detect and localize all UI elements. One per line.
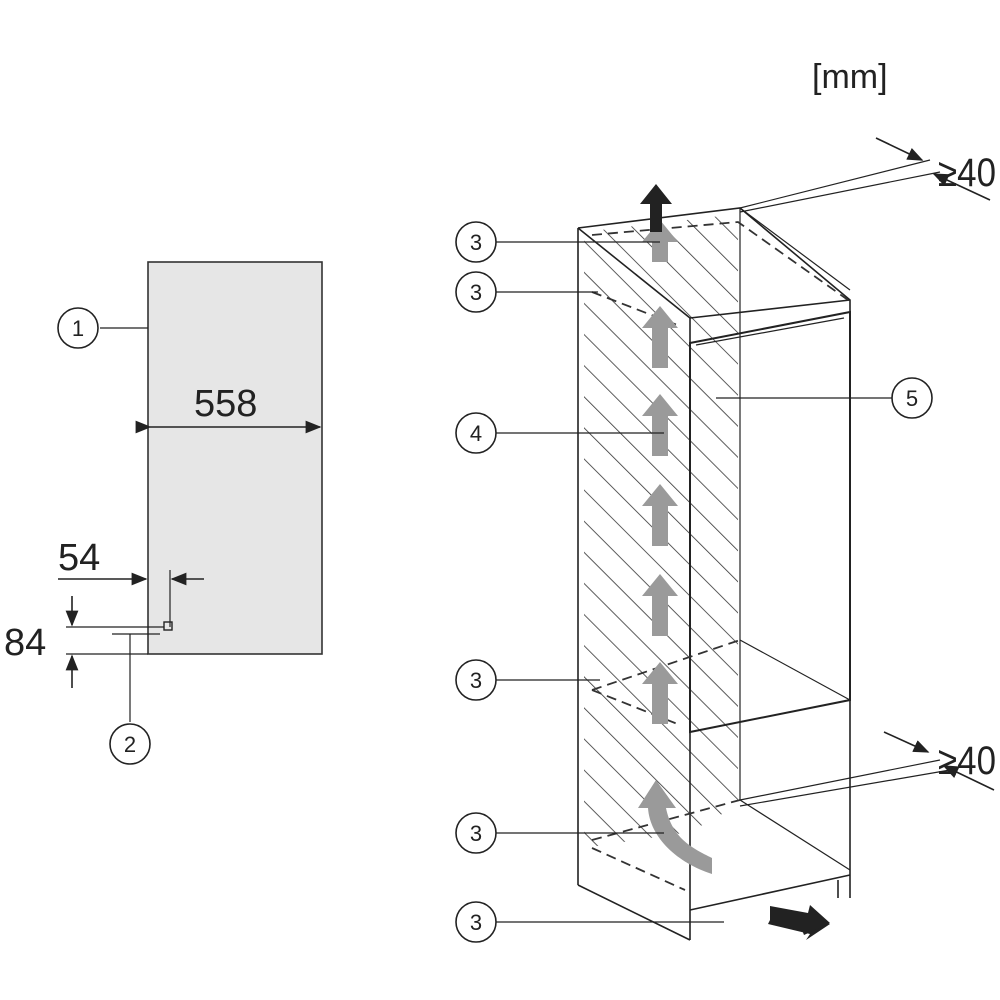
base-back bbox=[739, 799, 851, 871]
airflow-curved-arrow-icon bbox=[638, 780, 712, 874]
bottom-clearance-line bbox=[739, 759, 941, 801]
callout-3d-circle bbox=[455, 812, 497, 854]
bottom-clearance-line-2 bbox=[739, 769, 951, 807]
callout-3b: 3 bbox=[455, 271, 598, 313]
top-clearance-arrow-2 bbox=[932, 173, 991, 201]
callout-5-circle bbox=[891, 377, 933, 419]
airflow-arrow-icon bbox=[642, 574, 678, 636]
bottom-clearance-dimension: ≥40 bbox=[938, 739, 996, 783]
top-clearance-line-2 bbox=[739, 159, 931, 209]
mid-vent-dash bbox=[591, 639, 741, 691]
top-clearance-dimension: ≥40 bbox=[938, 151, 996, 195]
callout-3c-circle bbox=[455, 659, 497, 701]
connection-point bbox=[163, 621, 173, 631]
top-clearance-line bbox=[739, 171, 941, 213]
callout-4: 4 bbox=[455, 412, 664, 454]
airflow-arrow-icon bbox=[642, 484, 678, 546]
cabinet-top-front-edge bbox=[577, 227, 691, 319]
cabinet-bottom-edge bbox=[577, 884, 691, 941]
callout-5: 5 bbox=[716, 377, 933, 419]
callout-3a-label: 3 bbox=[470, 230, 482, 255]
airflow-arrow-icon bbox=[642, 306, 678, 368]
callout-2: 2 bbox=[124, 732, 136, 757]
callout-3c-label: 3 bbox=[470, 668, 482, 693]
top-clearance-arrow bbox=[875, 137, 924, 161]
callout-3d: 3 bbox=[455, 812, 664, 854]
bottom-clearance-arrow bbox=[883, 731, 930, 753]
callout-3e-circle bbox=[455, 901, 497, 943]
callout-2-circle bbox=[109, 723, 151, 765]
mid-shelf-back bbox=[739, 639, 851, 701]
exhaust-arrow-icon bbox=[640, 184, 672, 232]
callout-3a-circle bbox=[455, 221, 497, 263]
callout-5-label: 5 bbox=[906, 386, 918, 411]
base-front bbox=[689, 874, 851, 911]
callout-3c: 3 bbox=[455, 659, 600, 701]
airflow-arrow-icon bbox=[642, 394, 678, 456]
callout-3d-label: 3 bbox=[470, 821, 482, 846]
niche-view: ≥40 ≥40 3 3 4 5 3 bbox=[455, 137, 996, 943]
bottom-vent-dash-2 bbox=[591, 847, 686, 891]
callout-1: 1 bbox=[72, 316, 84, 341]
callout-3a: 3 bbox=[455, 221, 660, 263]
intake-arrow-body bbox=[770, 905, 830, 935]
callout-3e: 3 bbox=[455, 901, 724, 943]
callout-4-circle bbox=[455, 412, 497, 454]
airflow-arrow-icon bbox=[642, 662, 678, 724]
top-vent-dash bbox=[591, 221, 849, 301]
bottom-clearance-arrow-2 bbox=[942, 765, 995, 791]
unit-label: [mm] bbox=[812, 58, 888, 96]
callout-3b-label: 3 bbox=[470, 280, 482, 305]
offset-horizontal-dimension: 54 bbox=[58, 537, 100, 579]
airflow-arrow-icon bbox=[642, 220, 678, 262]
width-dimension: 558 bbox=[194, 383, 257, 425]
callout-3e-label: 3 bbox=[470, 910, 482, 935]
offset-vertical-dimension: 84 bbox=[4, 622, 46, 664]
appliance-front-inner bbox=[695, 317, 845, 346]
callout-3b-circle bbox=[455, 271, 497, 313]
callout-1-circle bbox=[57, 307, 99, 349]
rear-panel-view: 558 54 84 1 2 bbox=[4, 261, 323, 765]
callout-4-label: 4 bbox=[470, 421, 482, 446]
top-shelf-back bbox=[739, 207, 851, 291]
appliance-panel bbox=[147, 261, 323, 655]
top-shelf-front bbox=[689, 299, 851, 319]
airflow-arrows bbox=[638, 220, 712, 874]
